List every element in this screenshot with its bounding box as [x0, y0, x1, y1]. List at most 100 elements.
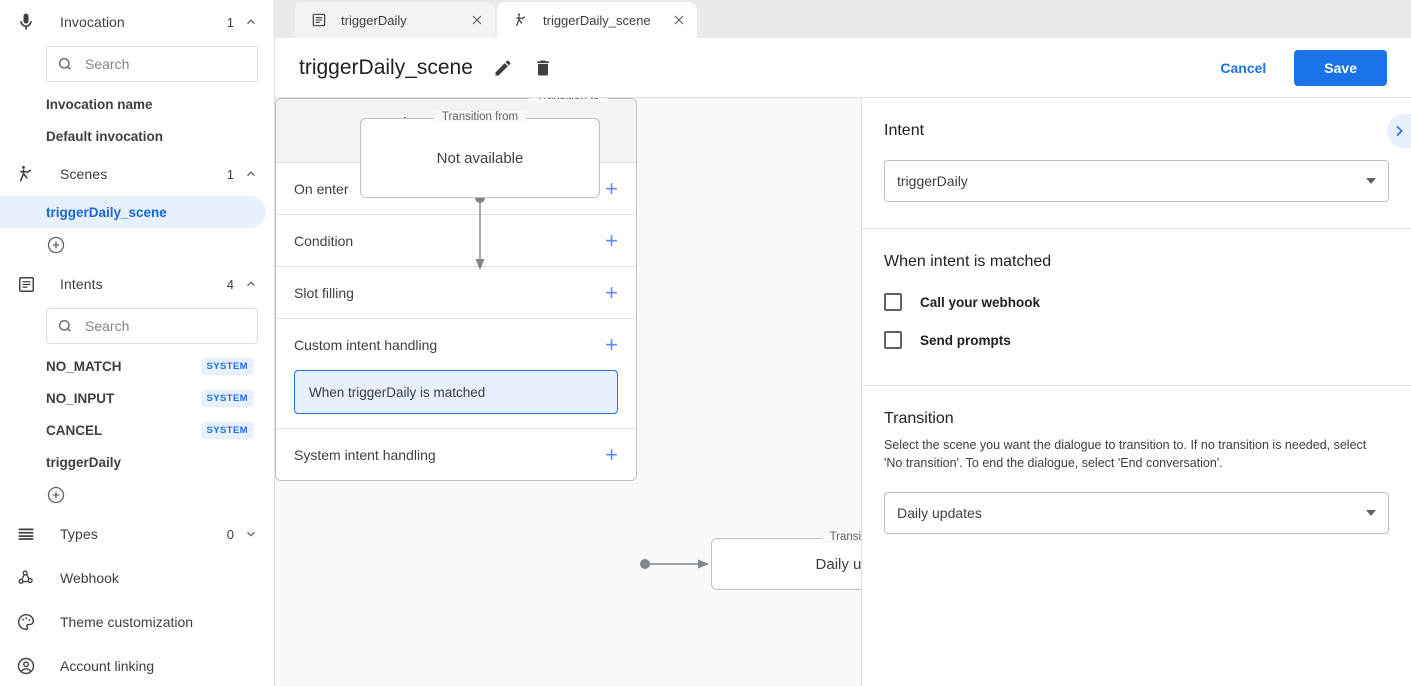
- add-system-intent-handling-icon[interactable]: +: [605, 441, 618, 467]
- scene-row-on-enter: On enter +: [276, 163, 636, 215]
- sidebar-group-intents[interactable]: Intents 4: [0, 262, 274, 306]
- intent-heading: Intent: [884, 122, 925, 139]
- sidebar-item-triggerdaily-scene[interactable]: triggerDaily_scene: [0, 196, 266, 228]
- status-badge: SYSTEM: [200, 389, 254, 407]
- intents-search-input[interactable]: [83, 317, 247, 335]
- sidebar-group-label: Types: [60, 526, 98, 542]
- chevron-up-icon[interactable]: [244, 167, 258, 181]
- scene-row-header: Slot filling +: [294, 267, 618, 318]
- panel-collapse-toggle[interactable]: [1387, 114, 1411, 148]
- sidebar-group-label: Invocation: [60, 14, 125, 30]
- sidebar-item-cancel[interactable]: CANCEL SYSTEM: [0, 414, 266, 446]
- scene-graph-canvas[interactable]: Transition from Not available Transition…: [275, 98, 862, 686]
- scene-row-header: Condition +: [294, 215, 618, 266]
- intents-icon: [14, 272, 38, 296]
- scene-row-slot-filling: Slot filling +: [276, 267, 636, 319]
- checkbox-call-your-webhook[interactable]: [884, 293, 902, 311]
- chevron-down-icon: [1366, 510, 1376, 517]
- intent-select[interactable]: triggerDaily: [884, 160, 1389, 202]
- save-button[interactable]: Save: [1294, 49, 1387, 86]
- checkbox-send-prompts[interactable]: [884, 331, 902, 349]
- add-circle-icon[interactable]: [46, 235, 66, 255]
- invocation-search[interactable]: [46, 46, 258, 82]
- sidebar-item-theme-customization[interactable]: Theme customization: [0, 600, 274, 644]
- scene-row-system-intent-handling: System intent handling +: [276, 429, 636, 480]
- scene-row-header: System intent handling +: [294, 429, 618, 480]
- tab-label: triggerDaily_scene: [543, 12, 651, 28]
- add-intent-row[interactable]: [0, 478, 274, 512]
- checkbox-row-send-prompts[interactable]: Send prompts: [884, 321, 1389, 359]
- checkbox-label: Send prompts: [920, 332, 1011, 348]
- scene-row-header: Custom intent handling +: [294, 319, 618, 370]
- details-panel: Intent triggerDaily When intent is match…: [862, 98, 1411, 686]
- sidebar-group-scenes[interactable]: Scenes 1: [0, 152, 274, 196]
- add-scene-row[interactable]: [0, 228, 274, 262]
- palette-icon: [14, 610, 38, 634]
- types-icon: [14, 522, 38, 546]
- scenes-icon: [14, 162, 38, 186]
- sidebar-group-types[interactable]: Types 0: [0, 512, 274, 556]
- webhook-icon: [14, 566, 38, 590]
- sidebar-item-label: triggerDaily: [46, 454, 122, 470]
- transition-to-card[interactable]: Transition to Daily updates: [711, 531, 862, 590]
- transition-to-legend: Transition to: [821, 531, 861, 543]
- account-circle-icon: [14, 654, 38, 678]
- intents-search[interactable]: [46, 308, 258, 344]
- add-condition-icon[interactable]: +: [605, 227, 618, 253]
- add-custom-intent-handling-icon[interactable]: +: [605, 331, 618, 357]
- sidebar-group-invocation[interactable]: Invocation 1: [0, 0, 274, 44]
- add-slot-filling-icon[interactable]: +: [605, 279, 618, 305]
- sidebar-item-label: Account linking: [60, 658, 155, 674]
- chevron-right-icon: [1396, 125, 1403, 137]
- transition-from-card[interactable]: Transition from Not available: [360, 111, 600, 198]
- sidebar-item-label: Webhook: [60, 570, 119, 586]
- close-icon[interactable]: [469, 12, 485, 28]
- sidebar-item-invocation-name[interactable]: Invocation name: [46, 96, 153, 112]
- page-title: triggerDaily_scene: [299, 55, 473, 79]
- sidebar-item-no-input[interactable]: NO_INPUT SYSTEM: [0, 382, 266, 414]
- scene-icon: [513, 11, 531, 29]
- intent-handler-chip[interactable]: When triggerDaily is matched: [294, 370, 618, 414]
- transition-from-legend: Transition from: [433, 111, 527, 123]
- when-intent-matched-section: When intent is matched Call your webhook…: [862, 229, 1411, 386]
- transition-select[interactable]: Daily updates: [884, 492, 1389, 535]
- sidebar-item-no-match[interactable]: NO_MATCH SYSTEM: [0, 350, 266, 382]
- scene-row-custom-intent-handling: Custom intent handling + When triggerDai…: [276, 319, 636, 429]
- transition-to-value: Daily updates: [815, 555, 862, 573]
- close-icon[interactable]: [671, 12, 687, 28]
- tab-label: triggerDaily: [341, 12, 407, 28]
- transition-to-legend: Transition to: [528, 98, 608, 102]
- body-row: Transition from Not available Transition…: [275, 98, 1411, 686]
- sidebar-item-triggerdaily[interactable]: triggerDaily: [0, 446, 266, 478]
- pencil-icon[interactable]: [493, 58, 513, 78]
- sidebar-item-account-linking[interactable]: Account linking: [0, 644, 274, 686]
- checkbox-label: Call your webhook: [920, 294, 1041, 310]
- transition-description: Select the scene you want the dialogue t…: [884, 438, 1367, 471]
- tab-triggerdaily[interactable]: triggerDaily: [295, 2, 495, 38]
- chevron-down-icon[interactable]: [244, 527, 258, 541]
- chevron-up-icon[interactable]: [244, 15, 258, 29]
- sidebar-item-label: CANCEL: [46, 422, 103, 438]
- status-badge: SYSTEM: [200, 357, 254, 375]
- sidebar-group-count: 0: [226, 526, 234, 542]
- invocation-search-input[interactable]: [83, 55, 247, 73]
- chevron-up-icon[interactable]: [244, 277, 258, 291]
- sidebar-item-default-invocation[interactable]: Default invocation: [46, 128, 164, 144]
- add-on-enter-icon[interactable]: +: [605, 175, 618, 201]
- tab-triggerdaily-scene[interactable]: triggerDaily_scene: [497, 2, 697, 38]
- status-badge: SYSTEM: [200, 421, 254, 439]
- intent-select-value: triggerDaily: [897, 173, 968, 189]
- scene-row-header: On enter +: [294, 163, 618, 214]
- search-icon: [58, 320, 71, 332]
- sidebar-group-label: Intents: [60, 276, 103, 292]
- scene-row-label: Custom intent handling: [294, 336, 438, 353]
- scene-row-label: Condition: [294, 232, 354, 249]
- transition-section: Transition Select the scene you want the…: [862, 386, 1411, 560]
- cancel-button[interactable]: Cancel: [1206, 51, 1280, 85]
- trash-icon[interactable]: [533, 58, 553, 78]
- chevron-down-icon: [1366, 178, 1376, 184]
- sidebar-item-webhook[interactable]: Webhook: [0, 556, 274, 600]
- checkbox-row-call-your-webhook[interactable]: Call your webhook: [884, 283, 1389, 321]
- add-circle-icon[interactable]: [46, 485, 66, 505]
